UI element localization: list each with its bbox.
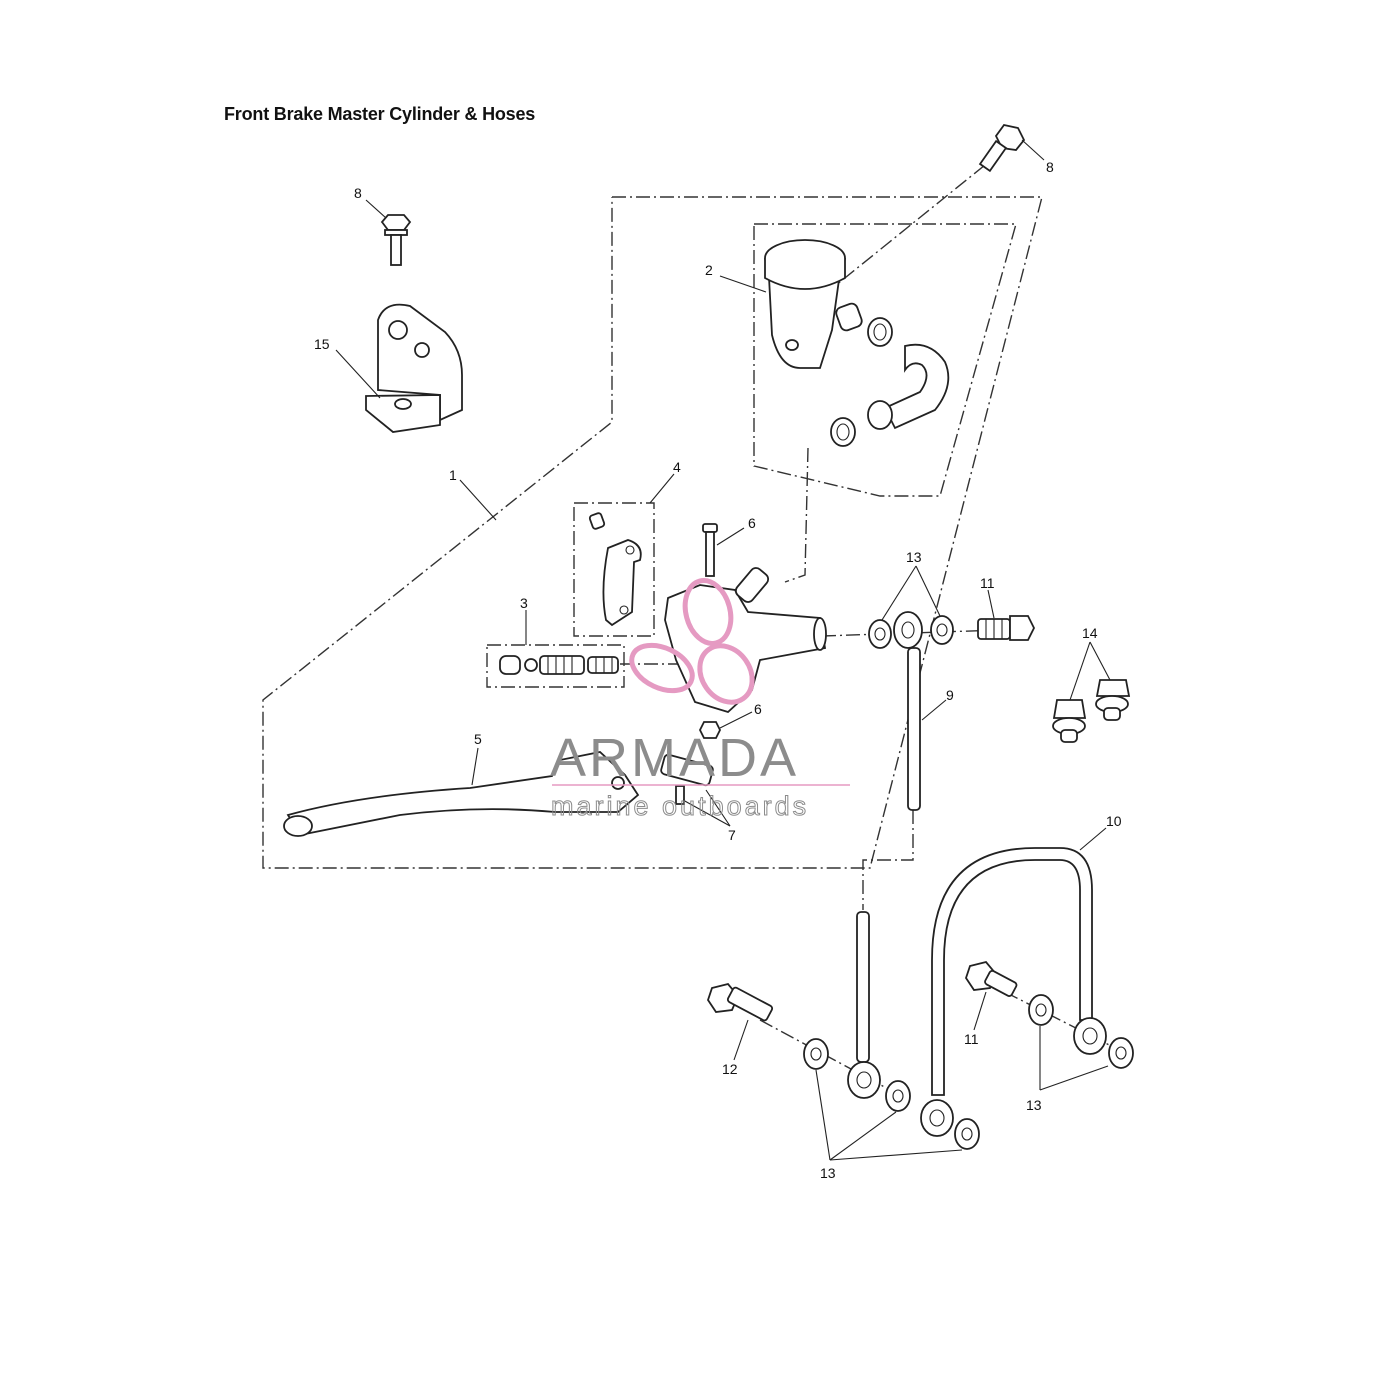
callout-11-lower: 11 <box>964 1031 979 1047</box>
callout-15: 15 <box>314 336 330 352</box>
piston-kit-3 <box>499 655 619 675</box>
reservoir-hose-path <box>784 447 809 583</box>
hose-9-to-lower-path <box>862 810 914 910</box>
leader-lines <box>335 139 1111 1161</box>
handlebar-clamp-4 <box>588 512 642 627</box>
reservoir-hose <box>830 317 950 447</box>
diagram-title: Front Brake Master Cylinder & Hoses <box>224 104 536 124</box>
brake-lever-5 <box>283 751 714 837</box>
callout-6-lower: 6 <box>754 701 762 717</box>
callout-4: 4 <box>673 459 681 475</box>
bolt-8-right <box>978 123 1026 173</box>
callout-13-right: 13 <box>1026 1097 1042 1113</box>
brake-hose-10 <box>931 847 1093 1096</box>
callout-3: 3 <box>520 595 528 611</box>
banjo-axis-lower-right <box>1004 991 1126 1054</box>
bolt-8-axis <box>829 164 986 291</box>
callout-8-left: 8 <box>354 185 362 201</box>
callout-14: 14 <box>1082 625 1098 641</box>
bleed-caps-14 <box>1052 679 1131 743</box>
callout-8-right: 8 <box>1046 159 1054 175</box>
callout-6-upper: 6 <box>748 515 756 531</box>
armada-watermark: ARMADA marine outboards <box>550 578 850 822</box>
banjo-axis-lower-left <box>759 1019 906 1099</box>
reservoir-group-box <box>753 223 1017 497</box>
brake-hose-9-lower <box>856 911 870 1063</box>
nut-6-lower <box>698 721 722 739</box>
brake-hose-9 <box>907 647 921 811</box>
bolt-8-left <box>380 214 412 266</box>
callout-9: 9 <box>946 687 954 703</box>
sealing-washers-13-lower <box>803 994 1134 1150</box>
callout-7: 7 <box>728 827 736 843</box>
callout-13-upper: 13 <box>906 549 922 565</box>
callout-5: 5 <box>474 731 482 747</box>
master-cylinder-body <box>664 567 827 714</box>
armada-logo-icon <box>629 578 755 705</box>
upper-banjo-assembly <box>868 611 1036 649</box>
piston-kit-box <box>486 644 625 688</box>
mounting-bracket-15 <box>365 303 463 433</box>
clamp-group-box <box>573 502 655 637</box>
watermark-tagline: marine outboards <box>551 791 809 821</box>
callout-13-bottom: 13 <box>820 1165 836 1181</box>
callout-10: 10 <box>1106 813 1122 829</box>
watermark-brand: ARMADA <box>550 728 799 788</box>
callout-1: 1 <box>449 467 457 483</box>
banjo-axis-upper <box>821 629 1001 637</box>
lower-banjo-fittings <box>847 1017 1107 1137</box>
assembly-boundary-1 <box>262 196 1043 869</box>
callout-labels: 8 8 2 15 1 4 6 3 6 5 7 13 11 14 9 10 12 … <box>314 159 1122 1181</box>
callout-11-upper: 11 <box>980 575 995 591</box>
callout-12: 12 <box>722 1061 738 1077</box>
fluid-reservoir-2 <box>764 239 863 369</box>
callout-2: 2 <box>705 262 713 278</box>
bolt-6-upper <box>702 523 718 577</box>
banjo-bolt-11-lower <box>965 960 1018 997</box>
banjo-bolt-12 <box>707 982 774 1022</box>
